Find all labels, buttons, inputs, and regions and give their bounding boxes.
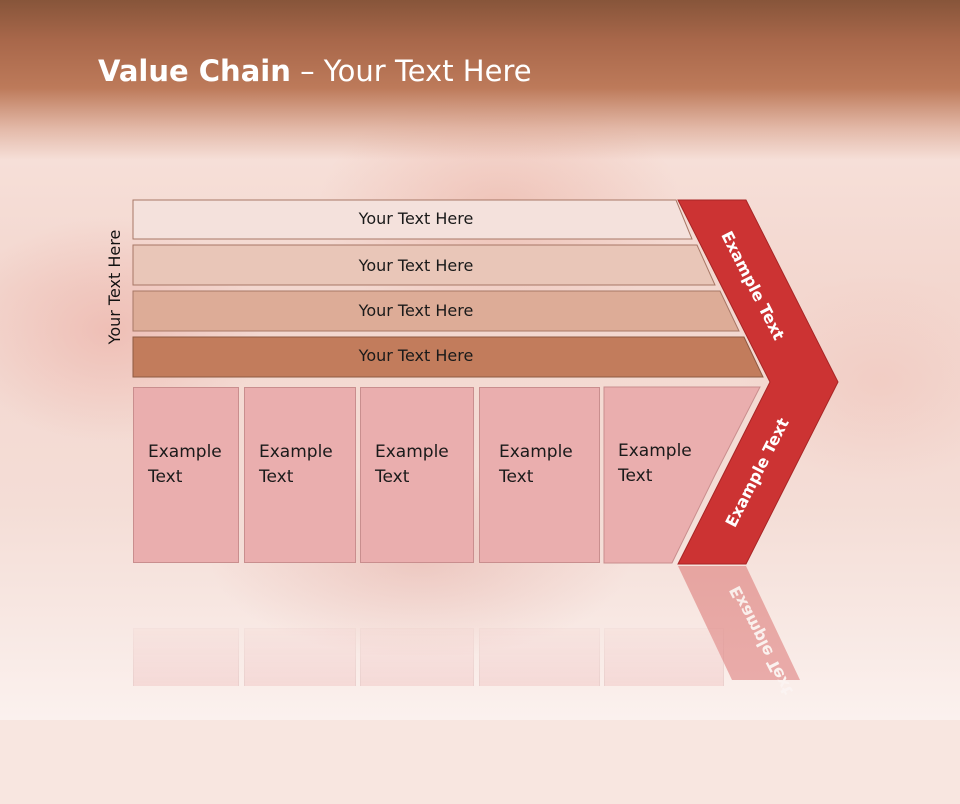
title-banner bbox=[0, 0, 960, 160]
column-2-line1: Example bbox=[259, 442, 333, 462]
column-1-line2: Text bbox=[148, 467, 183, 487]
column-1: Example Text bbox=[133, 387, 239, 563]
bar-2-label: Your Text Here bbox=[358, 256, 474, 275]
bar-4: Your Text Here bbox=[133, 337, 699, 375]
bar-1: Your Text Here bbox=[133, 200, 693, 238]
reflection-column-3-line1: Example bbox=[375, 729, 449, 749]
column-3-line1: Example bbox=[375, 442, 449, 462]
column-4-line1: Example bbox=[499, 442, 573, 462]
bar-3-shape bbox=[132, 290, 740, 332]
column-2-line2: Text bbox=[259, 467, 294, 487]
column-2: Example Text bbox=[244, 387, 356, 563]
slide-title: Value Chain – Your Text Here bbox=[98, 54, 532, 88]
bar-3: Your Text Here bbox=[133, 292, 699, 330]
bar-2-shape bbox=[132, 244, 716, 286]
column-3-line2: Text bbox=[375, 467, 410, 487]
column-5-line2: Text bbox=[618, 466, 653, 486]
column-4-line2: Text bbox=[499, 467, 534, 487]
bar-1-shape bbox=[132, 199, 693, 240]
bar-3-label: Your Text Here bbox=[358, 301, 474, 320]
title-bold: Value Chain bbox=[98, 54, 291, 88]
chevron-shape bbox=[677, 199, 839, 565]
value-chain-shapes: Example Text Example Text Example Text bbox=[132, 199, 839, 698]
column-5-shape bbox=[603, 386, 761, 564]
bar-2: Your Text Here bbox=[133, 247, 699, 285]
reflection-column-5-line1: Example bbox=[619, 729, 693, 749]
bar-1-label: Your Text Here bbox=[358, 209, 474, 228]
bar-4-label: Your Text Here bbox=[358, 346, 474, 365]
columns-reflection: Example Text Example Text Example Text E… bbox=[0, 566, 960, 804]
column-1-line1: Example bbox=[148, 442, 222, 462]
title-rest: – Your Text Here bbox=[290, 54, 532, 88]
column-5: Example Text bbox=[604, 387, 762, 563]
column-4: Example Text bbox=[479, 387, 600, 563]
reflection-column-1-line1: Example bbox=[148, 729, 222, 749]
reflection-column-4-line1: Example bbox=[499, 729, 573, 749]
reflection-column-2-line1: Example bbox=[259, 729, 333, 749]
bar-4-shape bbox=[132, 336, 764, 378]
column-3: Example Text bbox=[360, 387, 474, 563]
column-5-line1: Example bbox=[618, 441, 692, 461]
